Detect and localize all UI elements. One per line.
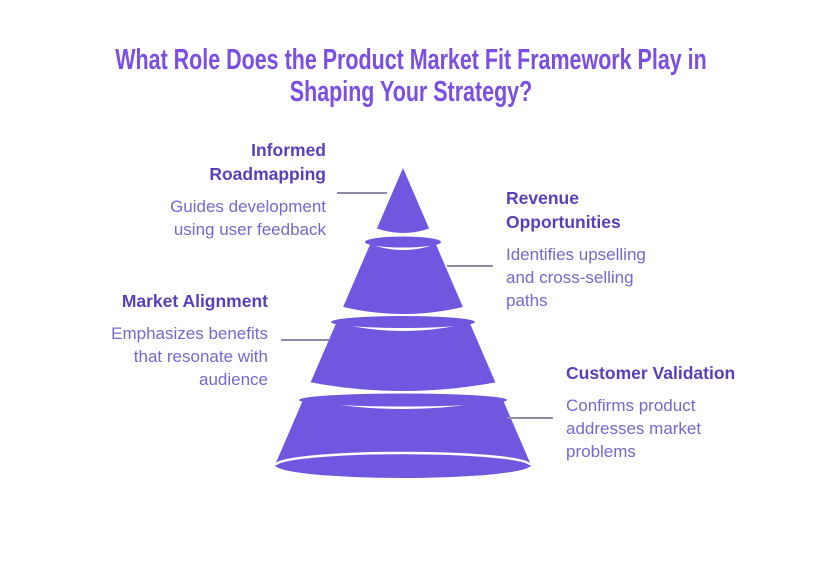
cone-ring-3	[299, 393, 507, 407]
page-title-line-2: Shaping Your Strategy?	[289, 76, 533, 108]
cone-ring-2	[331, 316, 475, 328]
cone-base-rim	[274, 451, 532, 466]
label-informed-roadmapping-heading: Informed Roadmapping	[209, 140, 326, 184]
label-informed-roadmapping: Informed Roadmapping Guides development …	[144, 138, 326, 241]
label-customer-validation-body: Confirms product addresses market proble…	[566, 396, 702, 461]
label-informed-roadmapping-body: Guides development using user feedback	[170, 197, 326, 239]
cone-ring-1	[365, 236, 441, 248]
label-customer-validation: Customer Validation Confirms product add…	[566, 361, 738, 463]
label-market-alignment-body: Emphasizes benefits that resonate with a…	[111, 324, 268, 389]
label-market-alignment: Market Alignment Emphasizes benefits tha…	[91, 289, 268, 391]
connector-line-revenue-opportunities	[447, 265, 493, 267]
connector-line-customer-validation	[507, 417, 553, 419]
label-revenue-opportunities-body: Identifies upselling and cross-selling p…	[506, 245, 646, 310]
page-title-line-1: What Role Does the Product Market Fit Fr…	[115, 44, 707, 76]
connector-line-informed-roadmapping	[337, 192, 387, 194]
label-market-alignment-heading: Market Alignment	[121, 291, 268, 311]
label-revenue-opportunities-heading: Revenue Opportunities	[506, 188, 621, 232]
label-customer-validation-heading: Customer Validation	[566, 363, 736, 383]
label-revenue-opportunities: Revenue Opportunities Identifies upselli…	[506, 186, 678, 312]
connector-line-market-alignment	[281, 339, 329, 341]
page-title: What Role Does the Product Market Fit Fr…	[0, 44, 822, 108]
